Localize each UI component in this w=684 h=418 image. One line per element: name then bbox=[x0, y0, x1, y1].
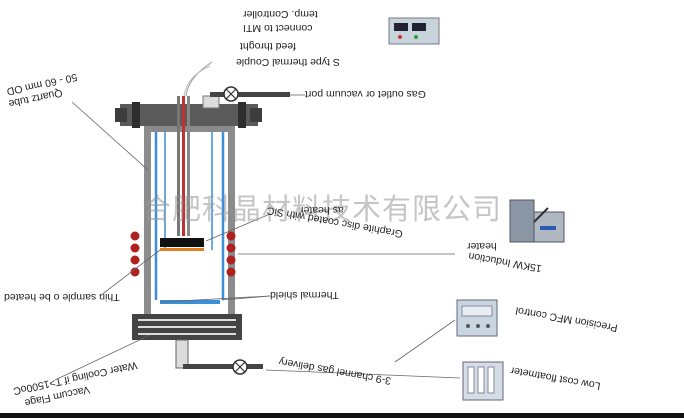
gas-outlet-line bbox=[210, 86, 290, 102]
label-gas-outlet: Gas outlet or vacuum port bbox=[305, 88, 426, 100]
top-port bbox=[202, 95, 220, 109]
thermal-shield bbox=[160, 300, 220, 304]
chamber-walls bbox=[144, 126, 235, 314]
label-thin-sample: Thin sample o be heated bbox=[4, 291, 120, 303]
bottom-border bbox=[0, 413, 684, 418]
leader-lines bbox=[54, 94, 461, 381]
bottom-flange bbox=[132, 314, 242, 369]
flowmeter-device bbox=[462, 361, 504, 401]
label-thermal-shield: Thermal shield bbox=[270, 289, 339, 301]
label-connect-mti: connect to MTI bbox=[243, 22, 313, 34]
induction-heater-device bbox=[509, 199, 565, 243]
temp-controller-device bbox=[388, 17, 440, 45]
mfc-device bbox=[456, 299, 498, 337]
label-temp-controller: temp. Controller bbox=[243, 8, 318, 20]
induction-coil-left bbox=[130, 231, 140, 277]
thermocouple-feedthrough bbox=[177, 61, 213, 236]
sample bbox=[160, 248, 204, 251]
watermark-text: 合肥科晶材料技术有限公司 bbox=[142, 192, 503, 226]
label-feed-through: feed throght bbox=[240, 40, 297, 52]
quartz-tube bbox=[154, 132, 225, 300]
induction-coil-right bbox=[226, 231, 236, 277]
graphite-heater-disc bbox=[160, 238, 204, 247]
gas-inlet-line bbox=[183, 359, 263, 375]
label-thermal-couple: S type thermal Couple bbox=[236, 56, 340, 68]
